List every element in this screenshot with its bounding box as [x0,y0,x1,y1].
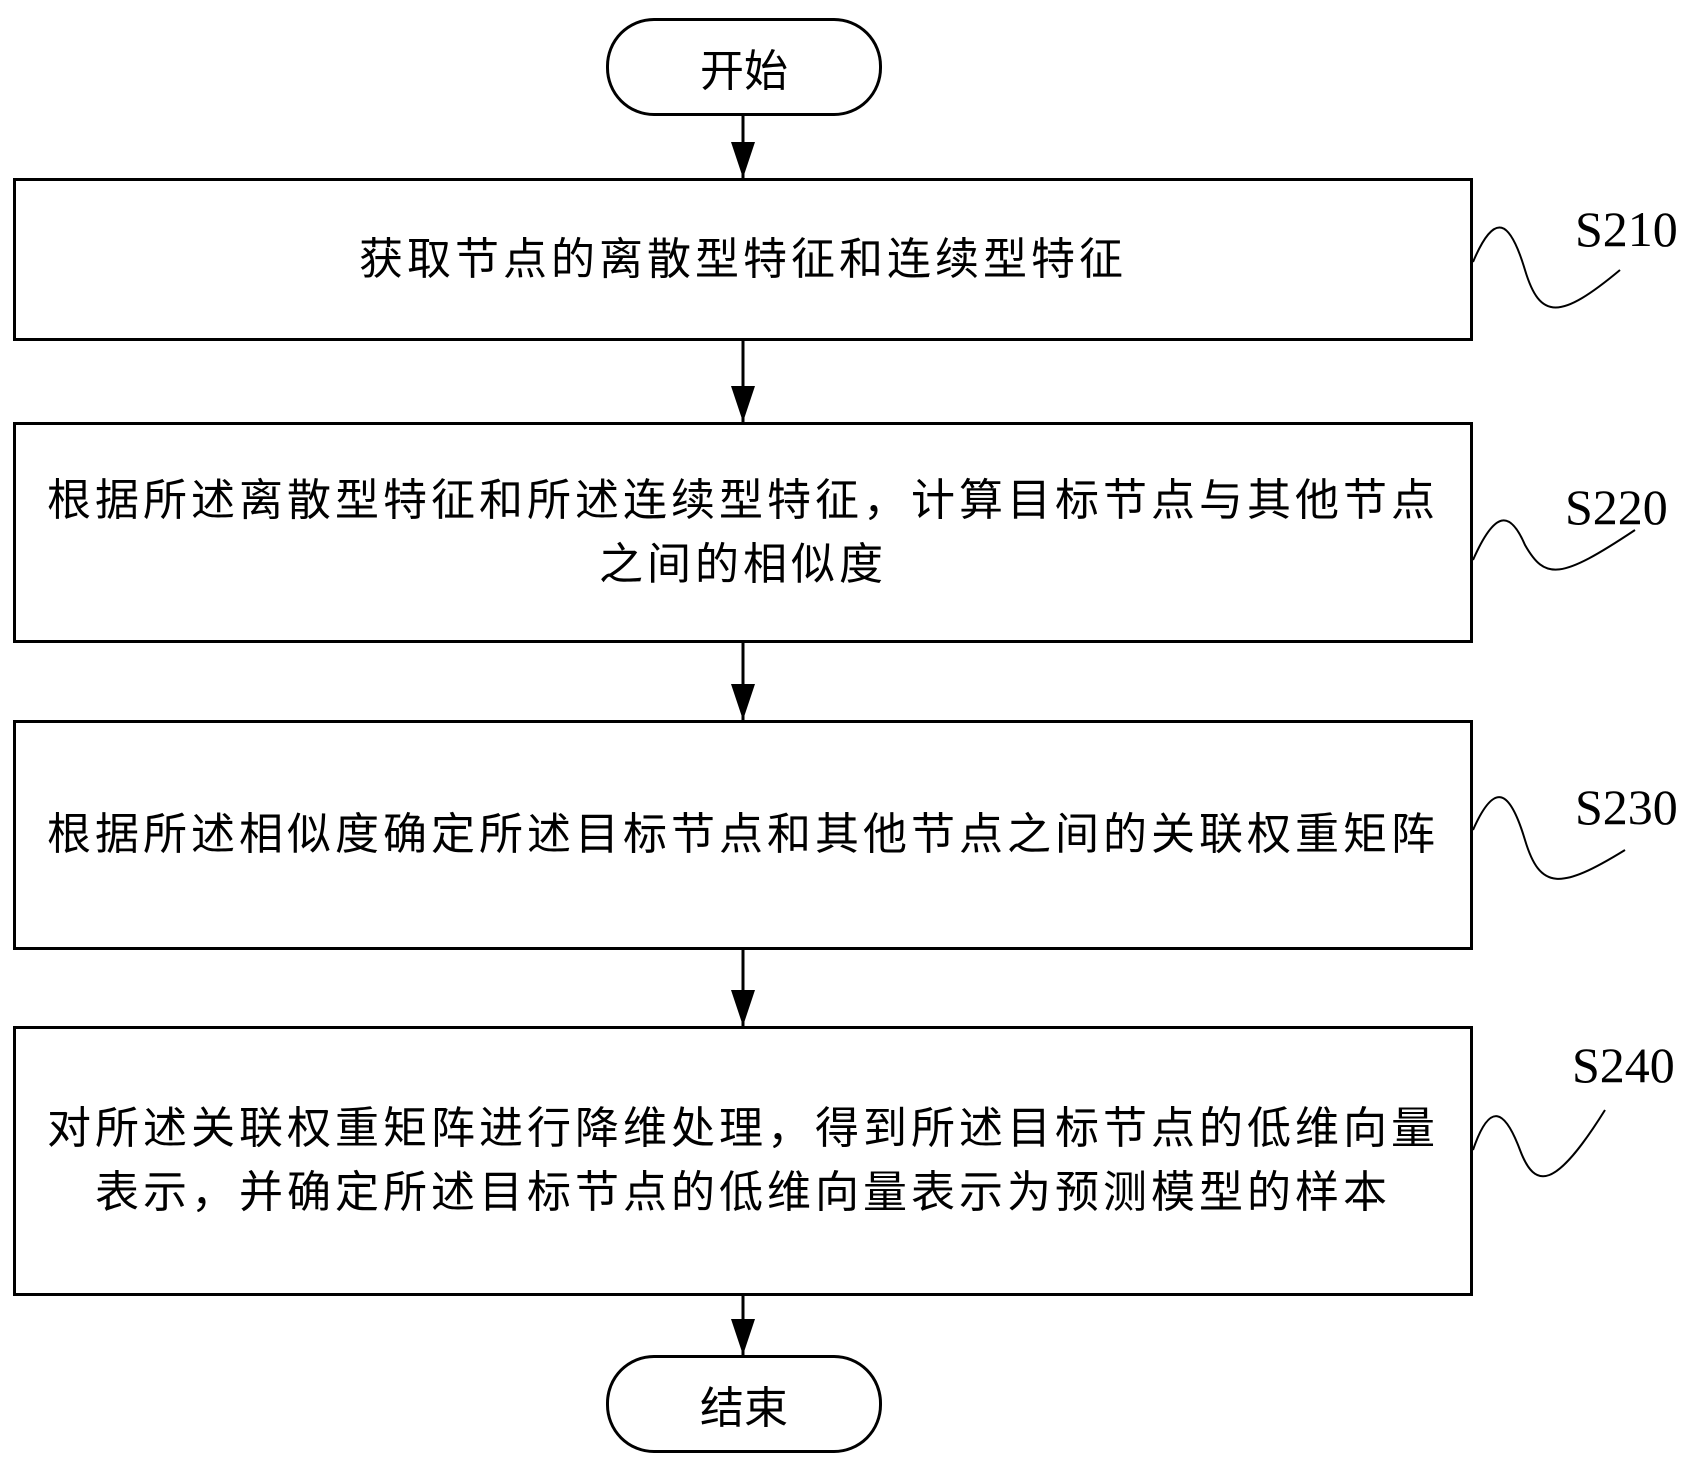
leader-s210-icon [1472,226,1621,309]
arrowhead-icon [731,142,755,178]
step-s210-text: 获取节点的离散型特征和连续型特征 [359,233,1127,285]
step-s240-label: S240 [1572,1037,1675,1093]
step-s220-label: S220 [1565,479,1668,535]
arrowhead-icon [731,1319,755,1355]
leader-s220-icon [1472,519,1636,571]
step-s210-label: S210 [1575,201,1678,257]
end-label: 结束 [700,1383,788,1434]
step-s220-box: 根据所述离散型特征和所述连续型特征，计算目标节点与其他节点之间的相似度 [13,422,1473,643]
arrowhead-icon [731,386,755,422]
step-s230-label: S230 [1575,779,1678,835]
step-s230-box: 根据所述相似度确定所述目标节点和其他节点之间的关联权重矩阵 [13,720,1473,950]
end-node: 结束 [606,1355,882,1453]
arrowhead-icon [731,990,755,1026]
step-s240-box: 对所述关联权重矩阵进行降维处理，得到所述目标节点的低维向量表示，并确定所述目标节… [13,1026,1473,1296]
start-node: 开始 [606,18,882,116]
step-s210-box: 获取节点的离散型特征和连续型特征 [13,178,1473,341]
arrowhead-icon [731,684,755,720]
leader-s240-icon [1472,1109,1606,1178]
step-s220-text: 根据所述离散型特征和所述连续型特征，计算目标节点与其他节点之间的相似度 [47,474,1439,590]
step-s230-text: 根据所述相似度确定所述目标节点和其他节点之间的关联权重矩阵 [47,809,1439,860]
start-label: 开始 [700,46,788,97]
step-s240-text: 对所述关联权重矩阵进行降维处理，得到所述目标节点的低维向量表示，并确定所述目标节… [47,1103,1439,1218]
leader-s230-icon [1472,796,1626,880]
